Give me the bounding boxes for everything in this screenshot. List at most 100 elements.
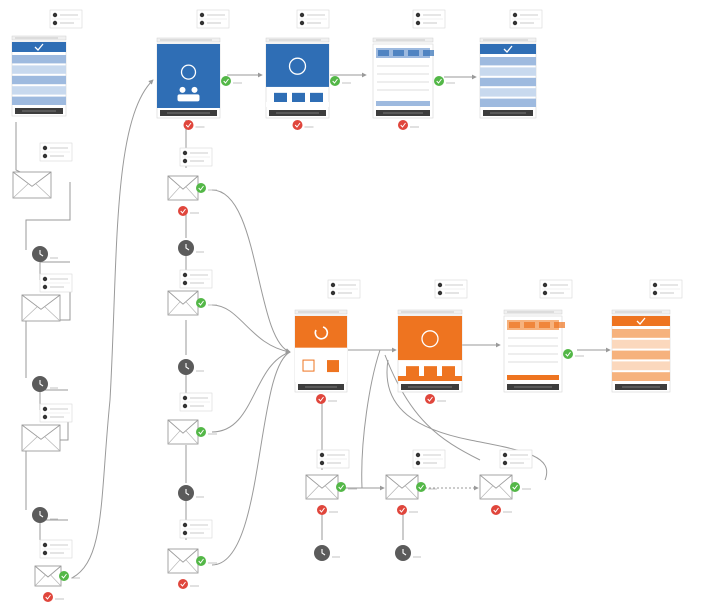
stats-mini-card (179, 147, 213, 167)
bounce-badge[interactable] (317, 505, 338, 515)
stats-mini-card (49, 9, 83, 29)
email-node-left-1[interactable] (12, 171, 52, 199)
stats-mini-card (196, 9, 230, 29)
success-badge-mark (565, 351, 571, 357)
page-row (12, 75, 66, 85)
wait-timer-node[interactable] (178, 240, 204, 256)
envelope-flap (385, 474, 419, 489)
page-row (12, 65, 66, 74)
stat-dot (42, 550, 48, 556)
stat-dot (42, 414, 48, 420)
bounce-badge-dot (43, 592, 53, 602)
open-badge-mark (338, 484, 344, 490)
bounce-badge[interactable] (397, 505, 418, 515)
email-node-orange-1[interactable] (305, 474, 339, 500)
bounce-badge-mark (493, 507, 499, 513)
email-node-mid-2[interactable] (167, 290, 199, 316)
wait-timer-node[interactable] (314, 545, 340, 561)
envelope-fold (385, 485, 419, 500)
wait-timer-node[interactable] (178, 359, 204, 375)
form-tab (423, 50, 434, 56)
success-badge-mark (223, 78, 229, 84)
fail-badge[interactable] (316, 394, 337, 404)
open-badge[interactable] (196, 298, 217, 308)
email-node-orange-2[interactable] (385, 474, 419, 500)
open-badge-mark (418, 484, 424, 490)
orange-page-2[interactable] (397, 309, 463, 393)
wait-timer-node[interactable] (32, 507, 58, 523)
wait-timer-node[interactable] (32, 246, 58, 262)
success-badge-mark (436, 78, 442, 84)
orange-page-1[interactable] (294, 309, 348, 393)
wait-timer-node[interactable] (178, 485, 204, 501)
email-node-mid-1[interactable] (167, 175, 199, 201)
open-badge-dot (510, 482, 520, 492)
envelope-flap (21, 424, 61, 440)
stat-dot (182, 280, 188, 286)
blue-page-1[interactable] (11, 35, 67, 117)
fail-badge[interactable] (292, 120, 314, 130)
fail-badge-dot (316, 394, 326, 404)
envelope-flap (34, 565, 62, 578)
wait-timer-node[interactable] (395, 545, 421, 561)
open-badge[interactable] (59, 571, 80, 581)
open-badge[interactable] (196, 427, 217, 437)
envelope-fold (479, 485, 513, 500)
email-node-left-2[interactable] (21, 294, 61, 322)
bounce-badge[interactable] (491, 505, 512, 515)
envelope-fold (21, 436, 61, 452)
clock-icon (180, 64, 197, 80)
stat-dot (182, 150, 188, 156)
open-badge[interactable] (510, 482, 531, 492)
envelope-fold (305, 485, 339, 500)
success-badge[interactable] (221, 76, 242, 86)
connector-orange-loop-1 (361, 349, 381, 489)
fail-badge[interactable] (425, 394, 446, 404)
email-node-left-4[interactable] (34, 565, 62, 587)
open-badge-mark (198, 185, 204, 191)
bounce-badge[interactable] (178, 206, 199, 216)
stat-dot (182, 272, 188, 278)
stats-mini-card (499, 449, 533, 469)
envelope-fold (34, 574, 62, 587)
blue-page-5[interactable] (479, 37, 537, 119)
wait-timer-node[interactable] (32, 376, 58, 392)
blue-page-2[interactable] (156, 37, 221, 119)
success-badge[interactable] (330, 76, 351, 86)
feature-icon (424, 366, 437, 377)
open-badge-dot (196, 183, 206, 193)
success-badge[interactable] (434, 76, 455, 86)
open-badge[interactable] (196, 183, 217, 193)
open-badge[interactable] (196, 556, 217, 566)
open-badge[interactable] (336, 482, 357, 492)
blue-page-3[interactable] (265, 37, 330, 119)
bounce-badge-mark (180, 581, 186, 587)
fail-badge[interactable] (183, 120, 205, 130)
blue-page-4[interactable] (372, 37, 434, 119)
success-badge[interactable] (563, 349, 584, 359)
stat-dot (652, 290, 658, 296)
stat-dot (52, 12, 58, 18)
email-node-orange-3[interactable] (479, 474, 513, 500)
fail-badge[interactable] (398, 120, 419, 130)
stat-dot (199, 20, 205, 26)
page-hero (398, 316, 462, 361)
stat-dot (542, 290, 548, 296)
email-node-mid-4[interactable] (167, 548, 199, 574)
open-badge[interactable] (416, 482, 437, 492)
stats-mini-card (179, 269, 213, 289)
success-badge-dot (563, 349, 573, 359)
stat-dot (182, 403, 188, 409)
bounce-badge-mark (319, 507, 325, 513)
stats-mini-card (412, 449, 446, 469)
stat-dot (437, 282, 443, 288)
fail-badge-mark (318, 396, 324, 402)
orange-page-4[interactable] (611, 309, 671, 393)
bounce-badge[interactable] (43, 592, 64, 602)
feature-icon (310, 92, 323, 103)
email-node-left-3[interactable] (21, 424, 61, 452)
bounce-badge[interactable] (178, 579, 199, 589)
orange-page-3[interactable] (503, 309, 565, 393)
timer-hand (185, 244, 190, 251)
email-node-mid-3[interactable] (167, 419, 199, 445)
